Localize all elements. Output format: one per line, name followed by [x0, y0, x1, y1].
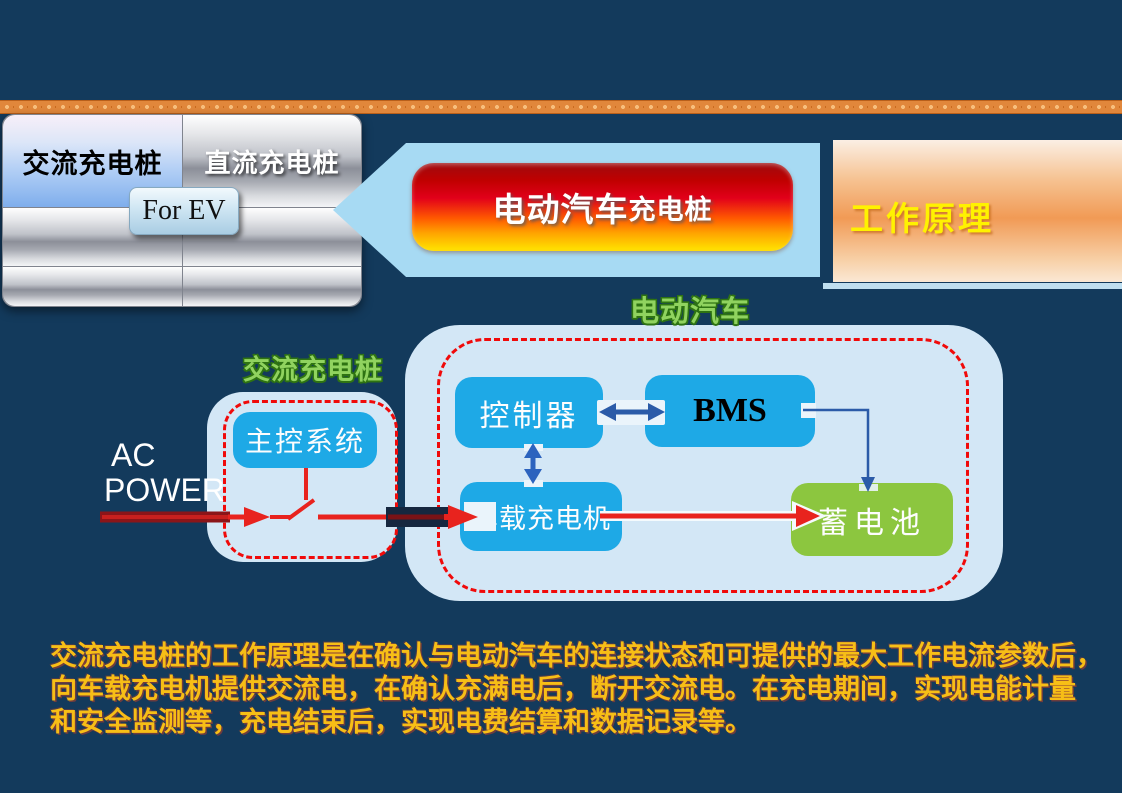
ac-power-line2: POWER	[104, 472, 225, 508]
node-main-control: 主控系统	[233, 412, 377, 468]
title-sub-text: 充电桩	[628, 194, 713, 225]
ac-pile-label: 交流充电桩	[243, 355, 383, 385]
for-ev-button[interactable]: For EV	[129, 187, 239, 235]
section-title: 工作原理	[850, 200, 994, 237]
ev-area-label: 电动汽车	[629, 296, 750, 328]
node-bms: BMS	[645, 375, 815, 447]
node-onboard-charger: 车载充电机	[460, 482, 622, 551]
metal-panel-cell	[183, 267, 361, 306]
node-controller: 控制器	[455, 377, 603, 448]
section-panel: 工作原理	[823, 140, 1122, 289]
ac-pile-dashed-boundary	[223, 400, 398, 559]
title-plate: 电动汽车充电桩	[412, 163, 793, 251]
ev-dashed-boundary	[437, 338, 969, 593]
paragraph-line1: 交流充电桩的工作原理是在确认与电动汽车的连接状态和可提供的最大工作电流参数后，	[50, 641, 1103, 671]
tab-block: 交流充电桩 直流充电桩	[2, 114, 362, 307]
metal-panel-cell	[3, 267, 182, 306]
paragraph-line2: 向车载充电机提供交流电，在确认充满电后，断开交流电。在充电期间，实现电能计量	[50, 674, 1076, 704]
node-battery: 蓄电池	[791, 483, 953, 556]
ac-power-line1: AC	[111, 437, 156, 473]
ac-power-label: AC POWER	[104, 438, 225, 508]
paragraph-line3: 和安全监测等，充电结束后，实现电费结算和数据记录等。	[50, 707, 752, 737]
working-principle-paragraph: 交流充电桩的工作原理是在确认与电动汽车的连接状态和可提供的最大工作电流参数后， …	[50, 640, 1103, 739]
ornamental-border-strip	[0, 100, 1122, 114]
title-main-text: 电动汽车	[492, 191, 629, 228]
